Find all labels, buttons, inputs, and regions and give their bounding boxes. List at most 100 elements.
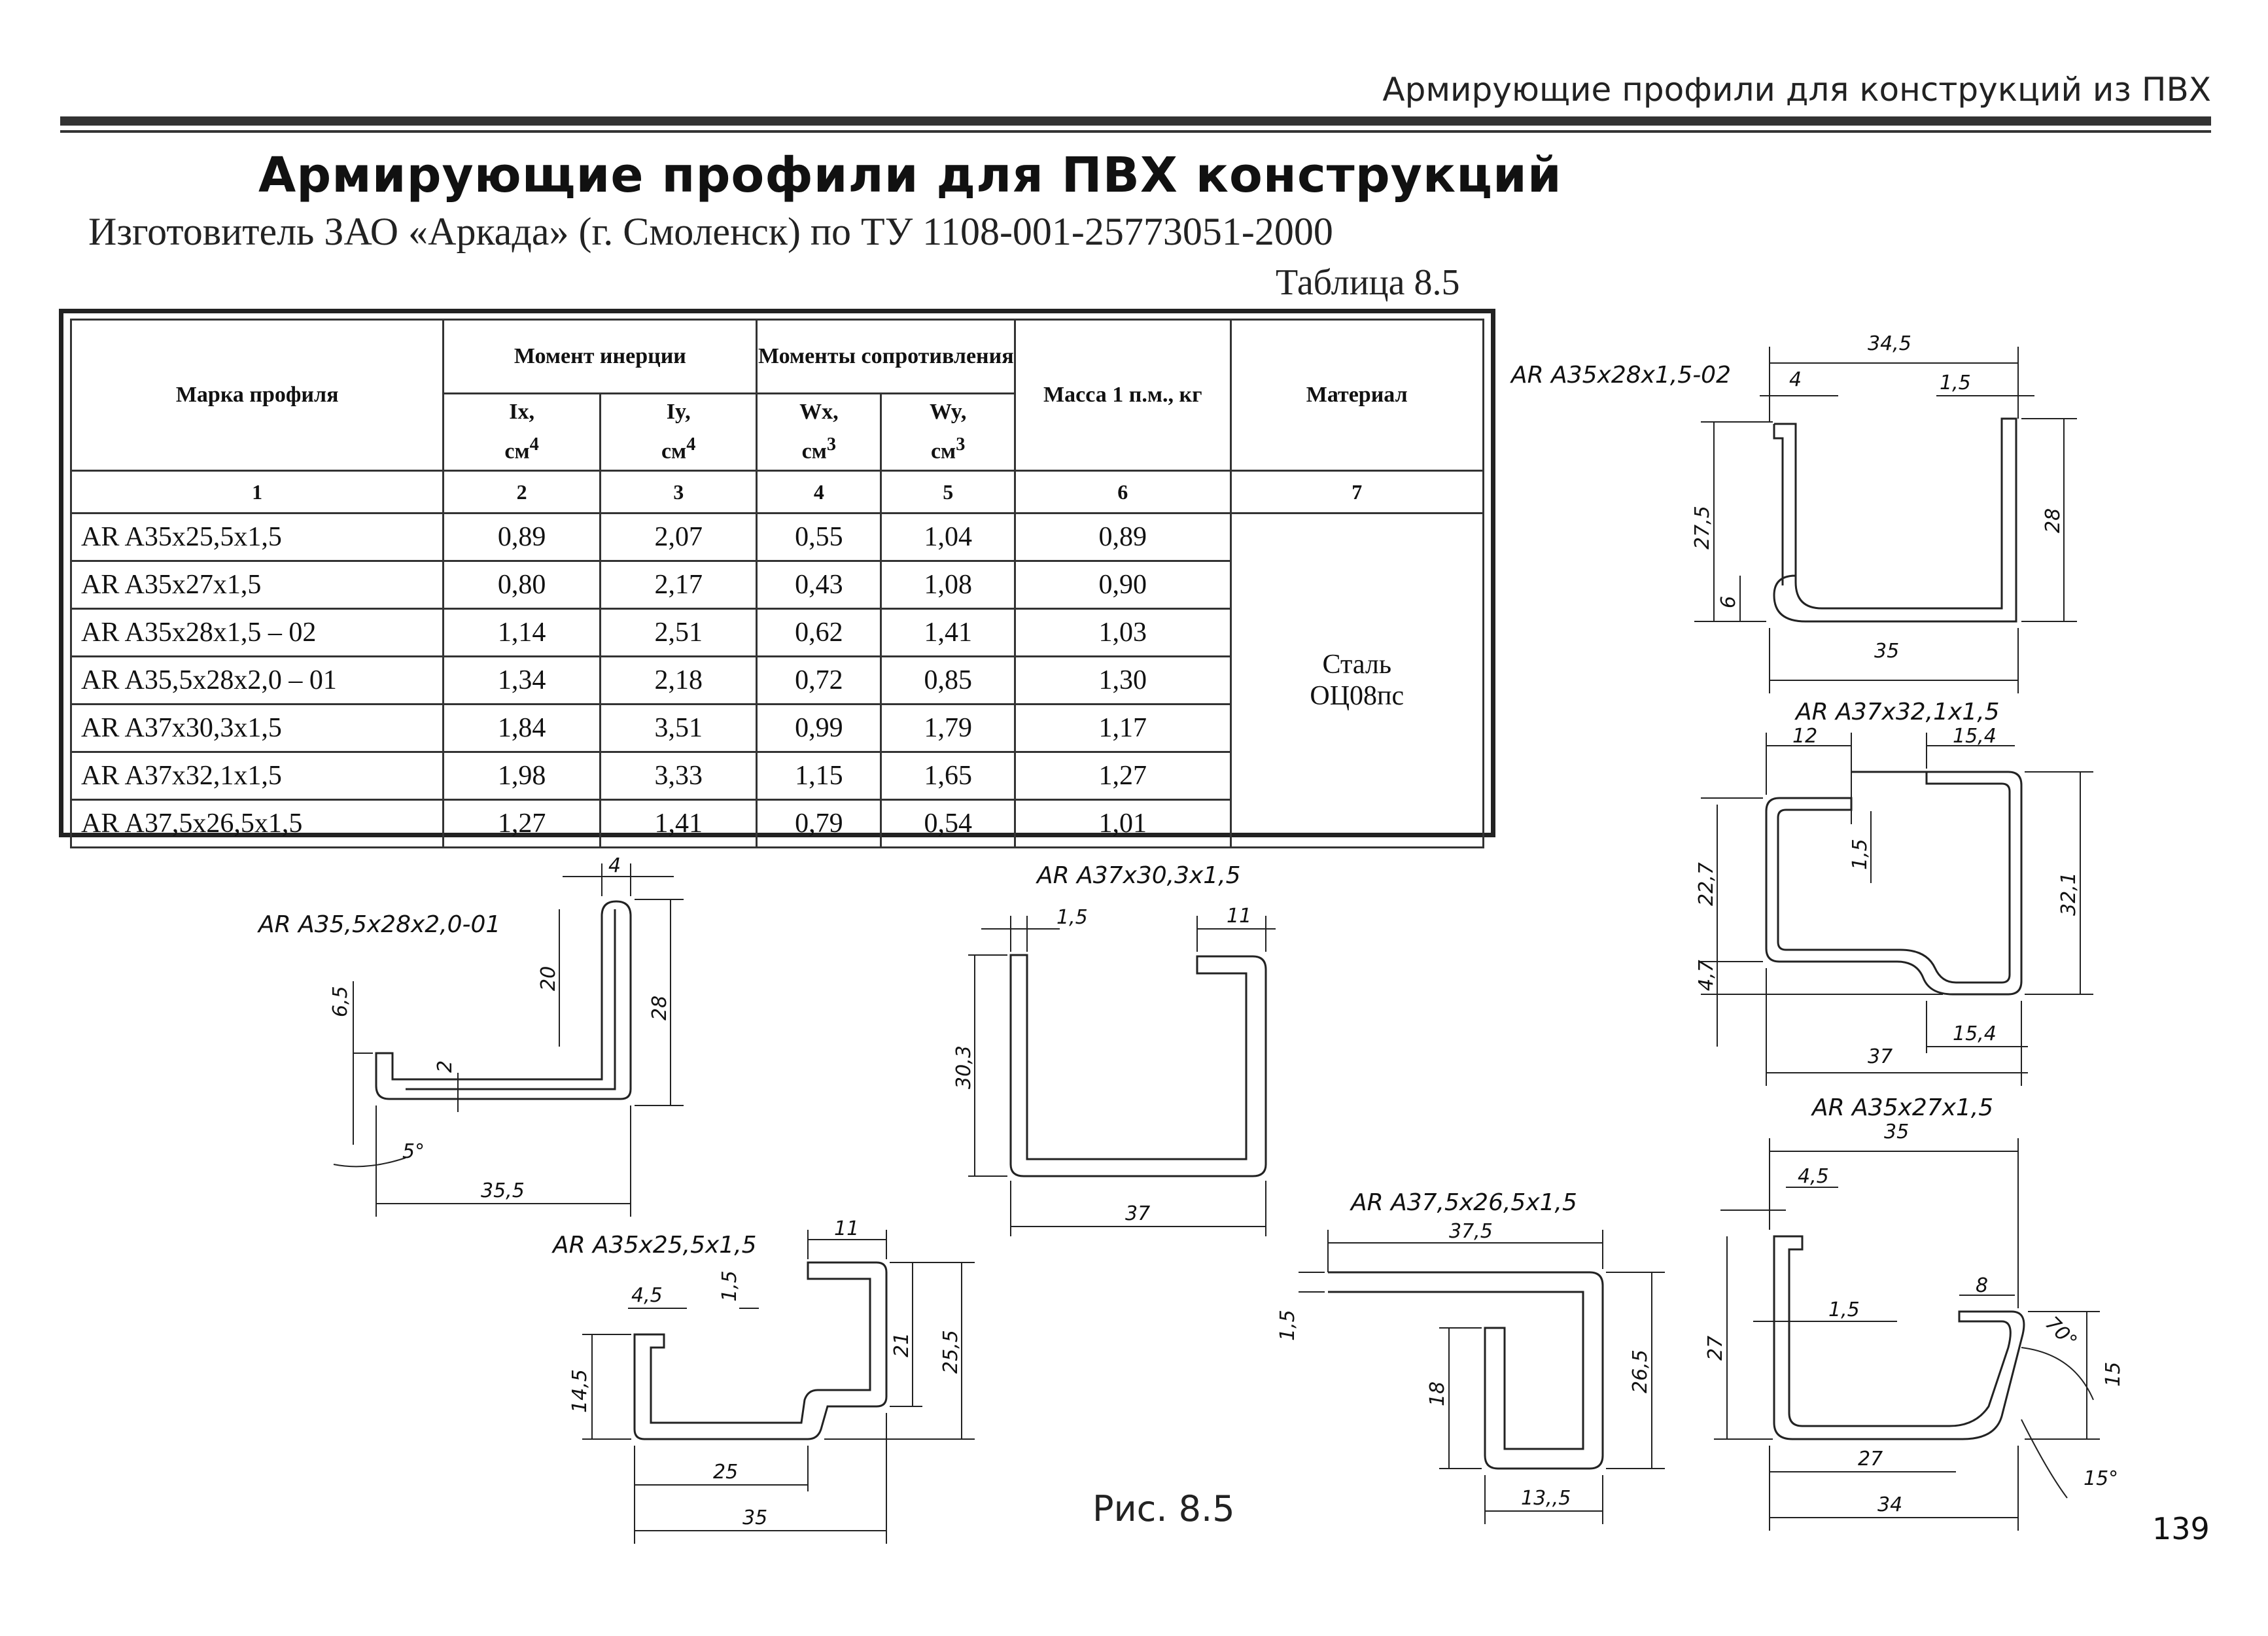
dim-label: 25 (713, 1461, 738, 1484)
cell-iy: 2,07 (599, 512, 758, 563)
figure-caption-p6: AR A35x25,5x1,5 (551, 1232, 757, 1259)
dim-label: 15,4 (1953, 725, 1997, 748)
profile-drawing-p3 (1714, 1138, 2100, 1531)
dim-label: 27 (1858, 1448, 1883, 1471)
profile-outline (1773, 417, 2017, 623)
dim-label: 32,1 (2057, 872, 2080, 916)
dimension-lines (582, 1230, 975, 1544)
manufacturer-subtitle: Изготовитель ЗАО «Аркада» (г. Смоленск) … (88, 210, 1333, 253)
cell-iy: 3,51 (599, 703, 758, 754)
cell-mass: 1,01 (1014, 799, 1232, 849)
dimension-lines (1694, 347, 2077, 693)
dim-label: 70° (2040, 1312, 2081, 1353)
column-number: 3 (599, 470, 758, 515)
header-wx: Wx, см3 (756, 392, 882, 472)
dim-label: 2 (434, 1060, 457, 1073)
dim-label: 21 (890, 1332, 913, 1357)
profile-drawing-p6 (582, 1230, 975, 1544)
cell-ix: 1,27 (442, 799, 601, 849)
dim-label: 35,5 (481, 1179, 525, 1202)
dim-label: 34,5 (1868, 332, 1911, 355)
table-row: AR A35,5x28x2,0 – 01 1,34 2,18 0,72 0,85… (69, 655, 1484, 706)
cell-wy: 0,54 (880, 799, 1017, 849)
dim-label: 35 (742, 1506, 767, 1529)
header-wx-unit: см (801, 439, 827, 464)
dimension-lines (333, 863, 684, 1217)
cell-iy: 2,17 (599, 560, 758, 610)
cell-ix: 1,14 (442, 608, 601, 658)
dim-label: 28 (2042, 508, 2065, 533)
cell-wx: 0,55 (756, 512, 882, 563)
header-iy: Iy, см4 (599, 392, 758, 472)
dim-label: 4,5 (1798, 1165, 1829, 1188)
dim-label: 27 (1704, 1336, 1727, 1361)
table-row: AR A35x28x1,5 – 02 1,14 2,51 0,62 1,41 1… (69, 608, 1484, 658)
cell-iy: 1,41 (599, 799, 758, 849)
dim-label: 15,4 (1953, 1022, 1997, 1045)
profile-outline (375, 900, 632, 1100)
profile-drawing-p1 (1694, 347, 2077, 693)
profile-drawing-p2 (1701, 733, 2093, 1086)
cell-wy: 1,04 (880, 512, 1017, 563)
cell-material: Сталь ОЦ08пс (1229, 512, 1484, 849)
cell-wy: 1,65 (880, 751, 1017, 801)
table-header-row-2: Ix, см4 Iy, см4 Wx, см3 Wy, см3 (71, 392, 1484, 472)
dim-label: 11 (834, 1217, 859, 1240)
dimension-lines (968, 916, 1276, 1236)
dim-label: 37 (1125, 1202, 1150, 1225)
dimension-lines (1299, 1230, 1665, 1524)
header-wx-label: Wx, (799, 400, 839, 424)
cell-wx: 0,62 (756, 608, 882, 658)
cell-ix: 1,98 (442, 751, 601, 801)
table-label: Таблица 8.5 (1276, 262, 1460, 303)
dim-label: 4 (608, 854, 621, 877)
figure-caption-p3: AR A35x27x1,5 (1811, 1094, 1993, 1121)
header-rule-thin (60, 130, 2211, 133)
header-rule (60, 116, 2211, 126)
dim-label: 1,5 (1828, 1298, 1860, 1321)
header-iy-label: Iy, (666, 400, 691, 424)
cell-ix: 1,34 (442, 655, 601, 706)
dim-label: 1,5 (718, 1270, 741, 1302)
dim-label: 8 (1976, 1274, 1988, 1297)
cell-profile: AR A37x30,3x1,5 (69, 703, 445, 754)
cell-mass: 1,27 (1014, 751, 1232, 801)
profile-drawing-p5 (968, 916, 1276, 1236)
header-wy: Wy, см3 (880, 392, 1017, 472)
header-ix: Ix, см4 (442, 392, 601, 472)
dim-label: 1,5 (1849, 839, 1872, 870)
header-inertia-group: Момент инерции (442, 319, 758, 394)
profile-drawing-p4 (333, 863, 684, 1217)
dimension-lines (1714, 1138, 2100, 1531)
table-row: AR A37,5x26,5x1,5 1,27 1,41 0,79 0,54 1,… (69, 799, 1484, 849)
dim-label: 20 (537, 966, 560, 991)
header-resistance-group: Моменты сопротивления (756, 319, 1017, 394)
cell-profile: AR A35x28x1,5 – 02 (69, 608, 445, 658)
cell-ix: 0,80 (442, 560, 601, 610)
cell-iy: 2,51 (599, 608, 758, 658)
cell-wy: 1,79 (880, 703, 1017, 754)
profile-outline (1773, 1235, 2025, 1440)
dim-label: 28 (648, 996, 671, 1020)
cell-profile: AR A35,5x28x2,0 – 01 (69, 655, 445, 706)
dim-label: 1,5 (1276, 1310, 1299, 1341)
header-mass: Масса 1 п.м., кг (1014, 318, 1232, 472)
figure-caption-p5: AR A37x30,3x1,5 (1036, 862, 1241, 889)
column-number: 1 (69, 470, 445, 515)
cell-wx: 0,72 (756, 655, 882, 706)
dim-label: 37,5 (1449, 1220, 1493, 1243)
profile-outline (633, 1261, 888, 1440)
dim-label: 22,7 (1695, 862, 1718, 906)
dim-label: 35 (1884, 1121, 1909, 1143)
dim-label: 15° (2084, 1467, 2118, 1490)
cell-iy: 2,18 (599, 655, 758, 706)
cell-wy: 1,08 (880, 560, 1017, 610)
cell-wx: 0,99 (756, 703, 882, 754)
cell-wx: 0,43 (756, 560, 882, 610)
figure-caption-p1: AR A35x28x1,5-02 (1510, 362, 1731, 389)
column-number: 4 (756, 470, 882, 515)
dim-label: 4,5 (631, 1284, 663, 1307)
header-material: Материал (1229, 318, 1484, 472)
cell-wx: 1,15 (756, 751, 882, 801)
cell-profile: AR A37,5x26,5x1,5 (69, 799, 445, 849)
